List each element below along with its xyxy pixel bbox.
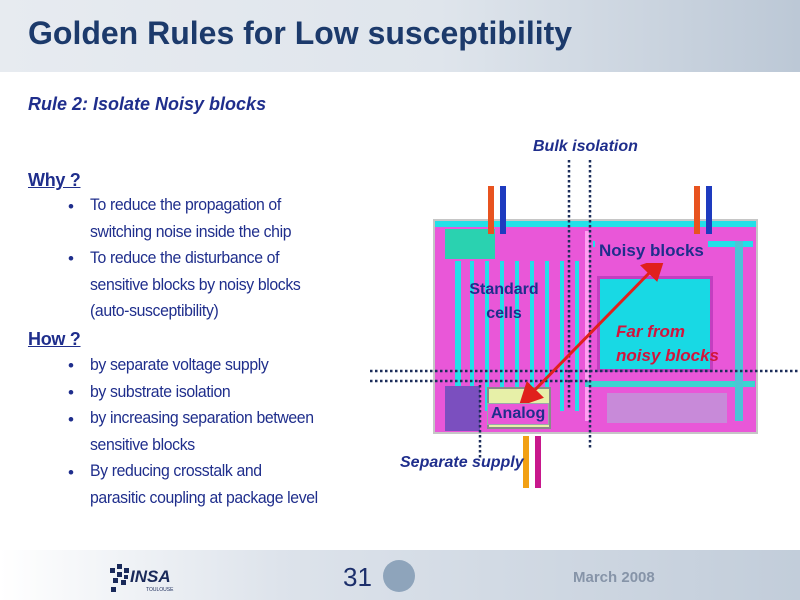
page-circle-icon [383, 560, 415, 592]
supply-bar-blue [706, 186, 712, 234]
how-bullet-4: By reducing crosstalk and parasitic coup… [90, 461, 318, 507]
bullet-dot: • [68, 249, 74, 268]
insa-logo: INSA TOULOUSE [110, 564, 174, 593]
standard-cells-label: Standard cells [469, 281, 539, 322]
bullet-dot: • [68, 197, 74, 216]
analog-label: Analog [487, 403, 550, 425]
chip-bus [500, 261, 504, 411]
how-heading: How ? [28, 329, 81, 349]
far-from-noisy-label: Far from noisy blocks [616, 322, 719, 365]
chip-bus [735, 241, 743, 421]
rule-subtitle: Rule 2: Isolate Noisy blocks [28, 94, 267, 114]
bulk-isolation-label: Bulk isolation [533, 138, 638, 155]
supply-bar-blue [500, 186, 506, 234]
supply-bar-orange [694, 186, 700, 234]
separate-supply-bar-magenta [535, 436, 541, 488]
chip-border-stripe [435, 221, 756, 227]
why-bullet-1: To reduce the propagation of switching n… [90, 195, 292, 241]
chip-block [445, 386, 480, 431]
slide-title: Golden Rules for Low susceptibility [28, 15, 573, 51]
how-bullet-1: by separate voltage supply [90, 355, 269, 374]
chip-bus [515, 261, 519, 411]
logo-subtext: TOULOUSE [146, 587, 174, 593]
separate-supply-bar-orange [523, 436, 529, 488]
chip-bus [585, 381, 755, 387]
chip-bus [485, 261, 489, 411]
bullet-dot: • [68, 463, 74, 482]
how-bullet-3: by increasing separation between sensiti… [90, 408, 314, 454]
separation-arrow [518, 256, 666, 407]
logo-text: INSA [130, 567, 171, 586]
bullet-dot: • [68, 410, 74, 429]
footer-date: March 2008 [573, 569, 655, 586]
chip-bus [470, 261, 474, 411]
noisy-blocks-label: Noisy blocks [595, 239, 708, 263]
chip-bus [455, 261, 461, 411]
separate-supply-label: Separate supply [400, 454, 524, 471]
header-bar [0, 0, 800, 72]
bullet-dot: • [68, 356, 74, 375]
how-bullet-2: by substrate isolation [90, 382, 231, 401]
chip-block [445, 229, 495, 259]
page-number: 31 [343, 562, 372, 592]
bullet-dot: • [68, 383, 74, 402]
supply-bar-orange [488, 186, 494, 234]
why-bullet-2: To reduce the disturbance of sensitive b… [90, 248, 301, 320]
why-heading: Why ? [28, 170, 81, 190]
